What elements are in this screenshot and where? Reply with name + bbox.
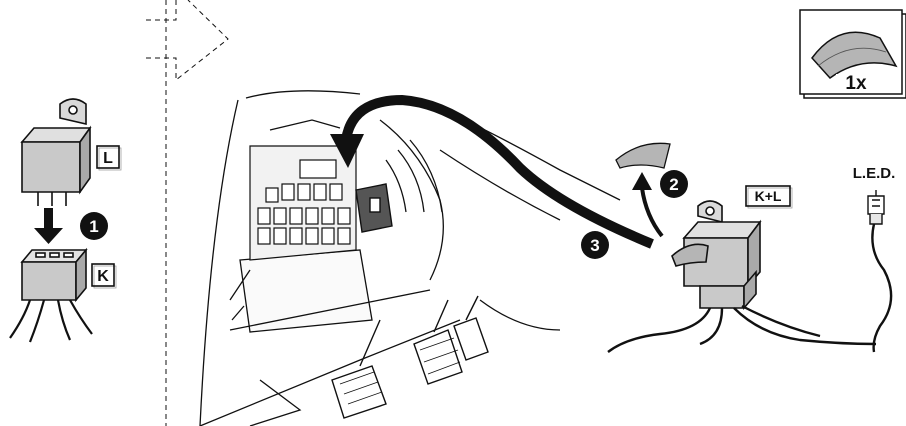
label-led: L.E.D.: [853, 165, 896, 182]
svg-text:3: 3: [590, 236, 599, 255]
led-icon: [868, 190, 891, 352]
insert-arrow: [34, 208, 63, 244]
svg-text:2: 2: [669, 175, 678, 194]
step-badge-3: 3: [581, 231, 609, 259]
label-kl: K+L: [755, 188, 782, 204]
label-l: L: [103, 150, 113, 167]
label-box-kl: K+L: [746, 186, 792, 208]
step-badge-2: 2: [660, 170, 688, 198]
label-k: K: [97, 268, 109, 285]
dashed-divider: [146, 0, 228, 426]
label-box-k: K: [92, 264, 116, 288]
relay-kl: [608, 201, 876, 352]
installed-relay: [356, 184, 392, 232]
step-badge-1: 1: [80, 212, 108, 240]
quantity-label: 1x: [845, 73, 867, 94]
socket-k: [10, 250, 92, 342]
relay-l: [22, 99, 90, 206]
svg-text:1: 1: [89, 217, 98, 236]
label-box-l: L: [97, 146, 121, 170]
adhesive-pad-peeled: [616, 143, 670, 168]
peel-arrow: [632, 172, 662, 236]
fuse-box: [250, 146, 356, 260]
